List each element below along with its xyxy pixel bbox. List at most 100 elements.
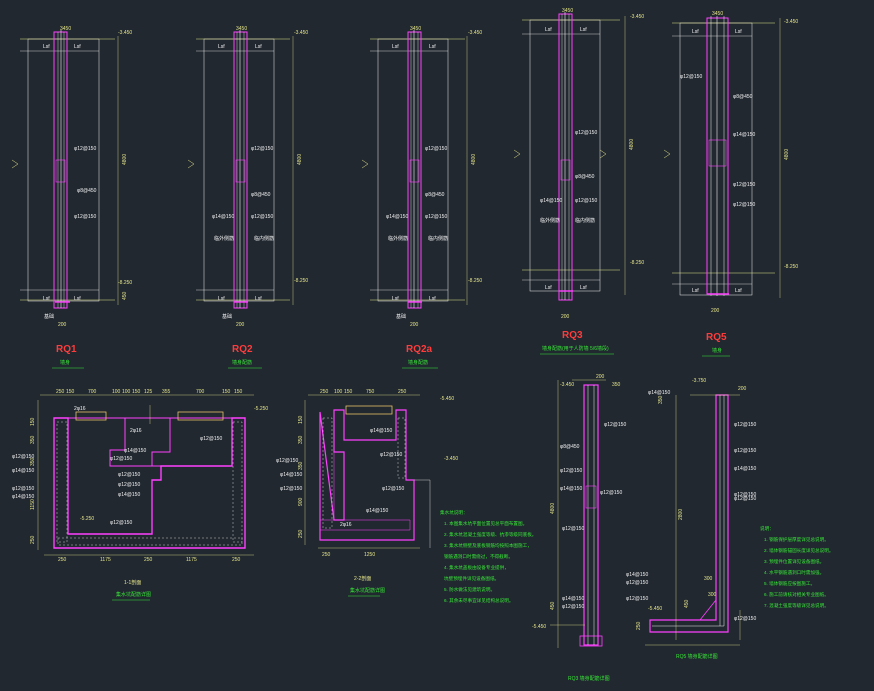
s3-dim-3: 450 [550, 601, 556, 610]
p1-dim-bot-1: 1175 [100, 557, 111, 563]
p1-dim-top-4: 100 [122, 389, 131, 395]
p1-label-8: φ12@150 [110, 520, 132, 526]
p1-label-9: φ12@150 [200, 436, 222, 442]
p1-elev: -5.250 [254, 406, 268, 412]
s3-subtitle: RQ3 墙身配筋详图 [568, 675, 610, 682]
rebar-rq3-b: φ8@450 [575, 174, 595, 180]
top-dim-rq2: 3450 [236, 26, 247, 32]
lap-rq5-a: Lsf [692, 29, 699, 35]
s4-dim-0: 200 [738, 386, 747, 392]
lap-rq2a-a: Lsf [392, 44, 399, 50]
rebar-rq2-c: φ14@150 [212, 214, 234, 220]
p1-dim-top-0: 250 [56, 389, 65, 395]
s4-elev-bot: -5.450 [648, 606, 662, 612]
notes-right-5: 6. 施工前请核对相关专业图纸。 [764, 591, 829, 598]
wall-detail-3 [550, 379, 606, 648]
elev-top-rq2a: -3.450 [468, 30, 482, 36]
s4-dim-6: 250 [636, 621, 642, 630]
face-out-rq2: 临外侧筋 [214, 235, 234, 242]
lap-rq2a-b: Lsf [429, 44, 436, 50]
p2-dim-top-0: 250 [320, 389, 329, 395]
notes-right-1: 2. 墙体钢筋锚固长度详见总说明。 [764, 547, 833, 554]
s4-dim-4: 300 [708, 592, 717, 598]
s3-dim-0: 200 [596, 374, 605, 380]
p1-dim-top-6: 125 [144, 389, 153, 395]
p2-elev2: -3.450 [444, 456, 458, 462]
p1-dim-top-7: 355 [162, 389, 171, 395]
p1-label-0: φ12@150 [12, 454, 34, 460]
notes-right-4: 5. 墙体钢筋应按图施工。 [764, 580, 815, 587]
elev-bottom-rq3: -8.250 [630, 260, 644, 266]
p2-label-4: φ12@150 [380, 452, 402, 458]
p1-label-10: φ14@150 [124, 448, 146, 454]
p2-dim-top-3: 750 [366, 389, 375, 395]
s3-label-0: φ12@150 [604, 422, 626, 428]
elev-bottom-rq5: -8.250 [784, 264, 798, 270]
s4-label-9: φ12@150 [734, 616, 756, 622]
s4-elev-top: -3.750 [692, 378, 706, 384]
title-rq3: RQ3 [562, 330, 583, 341]
notes-mid-7: 6. 其余未尽事宜详见结构总说明。 [444, 597, 513, 604]
rebar-rq5-c: φ14@150 [733, 132, 755, 138]
s4-label-1: φ12@150 [734, 422, 756, 428]
s4-label-8: φ12@150 [626, 596, 648, 602]
p2-dim-bot-1: 1250 [364, 552, 375, 558]
top-dim-rq3: 3450 [562, 8, 573, 14]
rebar-rq2a-c: φ14@150 [386, 214, 408, 220]
wall-section-rq1 [11, 30, 119, 309]
notes-mid-3: 钢筋遇洞口时需绕过，不得截断。 [444, 553, 513, 560]
notes-mid-5: 坑壁预埋件详见设备图纸。 [444, 575, 499, 582]
notes-right-heading: 说明： [760, 525, 774, 532]
thk-rq2: 200 [236, 322, 245, 328]
s4-dim-2: 2800 [678, 509, 684, 520]
lap-rq1-d: Lsf [74, 296, 81, 302]
p2-dim-left-0: 150 [298, 415, 304, 424]
lap-rq3-d: Lsf [580, 285, 587, 291]
height-rq1: 4800 [122, 154, 128, 165]
s4-dim-3: 300 [704, 576, 713, 582]
rebar-rq3-c: φ14@150 [540, 198, 562, 204]
p1-dim-top-2: 700 [88, 389, 97, 395]
height-rq5: 4800 [784, 149, 790, 160]
title-rq2: RQ2 [232, 344, 253, 355]
s4-label-0: φ14@150 [648, 390, 670, 396]
p2-elev: -5.450 [440, 396, 454, 402]
lap-rq2-b: Lsf [255, 44, 262, 50]
p1-dim-left-2: 350 [30, 457, 36, 466]
lap-rq1-b: Lsf [74, 44, 81, 50]
wall-section-rq2 [187, 30, 294, 309]
s3-label-3: φ14@150 [560, 486, 582, 492]
elev-bottom-rq1: -8.250 [118, 280, 132, 286]
lap-rq2-a: Lsf [218, 44, 225, 50]
elev-bottom-rq2: -8.250 [294, 278, 308, 284]
rebar-rq3-a: φ12@150 [575, 130, 597, 136]
face-in-rq2a: 临内侧筋 [428, 235, 448, 242]
s4-label-5: φ12@150 [734, 496, 756, 502]
notes-right-0: 1. 钢筋保护层厚度详见总说明。 [764, 536, 829, 543]
p1-dim-left-3: 1150 [30, 499, 36, 510]
rebar-rq5-e: φ12@150 [733, 202, 755, 208]
p1-label-12: 2φ16 [130, 428, 142, 434]
p1-dim-top-3: 100 [112, 389, 121, 395]
s4-label-4: φ12@150 [734, 492, 756, 498]
base-rq2: 基础 [222, 313, 232, 320]
notes-right-6: 7. 混凝土强度等级详见总说明。 [764, 602, 829, 609]
title-underlines [52, 353, 730, 601]
p1-dim-left-4: 250 [30, 535, 36, 544]
notes-right-3: 4. 水平钢筋遇洞口时需加强。 [764, 569, 824, 576]
height-rq2: 4800 [297, 154, 303, 165]
p1-dim-top-1: 150 [66, 389, 75, 395]
lap-rq3-c: Lsf [545, 285, 552, 291]
notes-right-2: 3. 预埋件位置详见设备图纸。 [764, 558, 824, 565]
subtitle-rq3: 墙身配筋(用于人防墙 5/6墙段) [542, 345, 609, 352]
elev-top-rq2: -3.450 [294, 30, 308, 36]
rebar-rq1-c: φ12@150 [74, 214, 96, 220]
p1-elev-2: -5.250 [80, 516, 94, 522]
height-rq2a: 4800 [471, 154, 477, 165]
p2-dim-left-1: 350 [298, 435, 304, 444]
p1-dim-top-9: 150 [222, 389, 231, 395]
text-layer: -3.450 -8.250 3450 200 4800 450 Lsf Lsf … [12, 8, 833, 682]
lap-rq3-b: Lsf [580, 27, 587, 33]
p2-dim-left-4: 250 [298, 529, 304, 538]
